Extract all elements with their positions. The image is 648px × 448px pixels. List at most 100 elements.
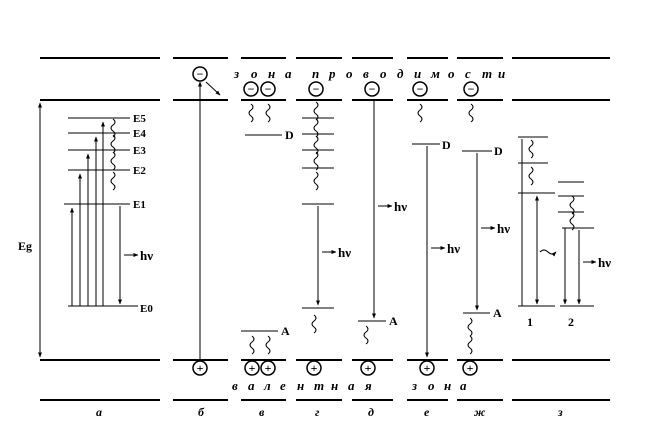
wavy-arrow: [417, 103, 423, 123]
pair-number-2: 2: [568, 315, 574, 329]
wavy-arrow: [313, 171, 319, 191]
level-label-e2: E2: [133, 165, 146, 177]
panel-caption-e: е: [424, 405, 430, 419]
absorption-arrows: [70, 121, 105, 306]
valence-letter: н: [297, 378, 304, 393]
hole-sign: +: [249, 361, 256, 375]
valence-letter: в: [232, 378, 238, 393]
hole-sign: +: [365, 361, 372, 375]
bandgap-label: Eg: [18, 239, 32, 253]
panel-g: − hν +: [302, 81, 351, 376]
valence-letter: н: [331, 378, 338, 393]
conduction-letter: и: [498, 66, 505, 81]
hole-icon: [244, 360, 260, 376]
conduction-letter: о: [346, 66, 353, 81]
panel-caption-d: д: [368, 405, 374, 419]
photon-label: hν: [598, 255, 611, 270]
electron-sign: −: [265, 82, 272, 96]
photon-label: hν: [140, 248, 153, 263]
relaxation-wavy-arrows: [110, 118, 116, 191]
valence-letter: а: [348, 378, 355, 393]
conduction-letter: с: [465, 66, 471, 81]
wavy-arrow: [265, 335, 271, 355]
electron-sign: −: [468, 82, 475, 96]
panel-b: − +: [192, 66, 221, 376]
panel-a: Eg E5 E4 E3 E2 E1 E0 hν: [18, 102, 153, 358]
conduction-letter: р: [328, 66, 336, 81]
donor-label: D: [494, 144, 503, 158]
hole-sign: +: [424, 361, 431, 375]
photon-label: hν: [338, 245, 351, 260]
wavy-arrow: [528, 166, 534, 186]
hole-icon: [462, 360, 478, 376]
electron-sign: −: [248, 82, 255, 96]
hole-icon: [192, 360, 208, 376]
donor-label: D: [285, 128, 294, 142]
acceptor-label: A: [493, 306, 502, 320]
wavy-arrow: [569, 211, 575, 231]
panel-captions: а б в г д е ж з: [96, 405, 563, 419]
thermalization-arrow: [205, 81, 221, 96]
panel-caption-a: а: [96, 405, 102, 419]
valence-letter: е: [280, 378, 286, 393]
conduction-band-label: з о н а п р о в о д и м о с т и: [233, 66, 505, 81]
wavy-arrow: [313, 101, 319, 121]
electron-icon: [243, 81, 259, 97]
level-label-e5: E5: [133, 113, 146, 125]
wavy-arrow: [569, 195, 575, 215]
panel-z: 1 hν 2: [518, 136, 611, 329]
valence-letter: я: [364, 378, 372, 393]
electron-icon: [364, 81, 380, 97]
hole-icon: [360, 360, 376, 376]
conduction-letter: о: [448, 66, 455, 81]
valence-letter: т: [314, 378, 324, 393]
wavy-arrow: [313, 151, 319, 171]
panel-caption-zh: ж: [474, 405, 486, 419]
panel-caption-v: в: [259, 405, 265, 419]
conduction-letter: д: [397, 66, 404, 81]
valence-letter: а: [460, 378, 467, 393]
electron-sign: −: [417, 82, 424, 96]
panel-caption-z: з: [557, 405, 563, 419]
electron-icon: [260, 81, 276, 97]
acceptor-label: A: [389, 314, 398, 328]
electron-icon: [308, 81, 324, 97]
photon-label: hν: [394, 199, 407, 214]
conduction-letter: и: [414, 66, 421, 81]
valence-letter: л: [263, 378, 271, 393]
panel-caption-b: б: [198, 405, 205, 419]
electron-sign: −: [369, 82, 376, 96]
conduction-letter: н: [268, 66, 275, 81]
conduction-letter: в: [363, 66, 369, 81]
wavy-arrow: [468, 103, 474, 123]
electron-sign: −: [197, 67, 204, 81]
hole-sign: +: [197, 361, 204, 375]
electron-icon: [463, 81, 479, 97]
electron-icon: [412, 81, 428, 97]
hole-icon: [419, 360, 435, 376]
conduction-letter: о: [251, 66, 258, 81]
wavy-arrow: [467, 335, 473, 355]
hole-sign: +: [265, 361, 272, 375]
wavy-arrow: [528, 139, 534, 159]
photon-label: hν: [447, 241, 460, 256]
hole-sign: +: [467, 361, 474, 375]
level-label-e4: E4: [133, 128, 146, 140]
conduction-letter: т: [482, 66, 492, 81]
hole-icon: [306, 360, 322, 376]
energy-transfer-arrow: [539, 249, 557, 257]
wavy-arrow: [363, 325, 369, 345]
wavy-arrow: [311, 314, 317, 334]
conduction-letter: з: [233, 66, 239, 81]
panel-caption-g: г: [315, 405, 320, 419]
panel-d: − hν A +: [358, 81, 407, 376]
conduction-letter: п: [312, 66, 319, 81]
hole-icon: [260, 360, 276, 376]
acceptor-label: A: [281, 324, 290, 338]
impurity-levels: [64, 117, 138, 307]
photon-label: hν: [497, 221, 510, 236]
level-label-e3: E3: [133, 145, 146, 157]
valence-letter: а: [248, 378, 255, 393]
